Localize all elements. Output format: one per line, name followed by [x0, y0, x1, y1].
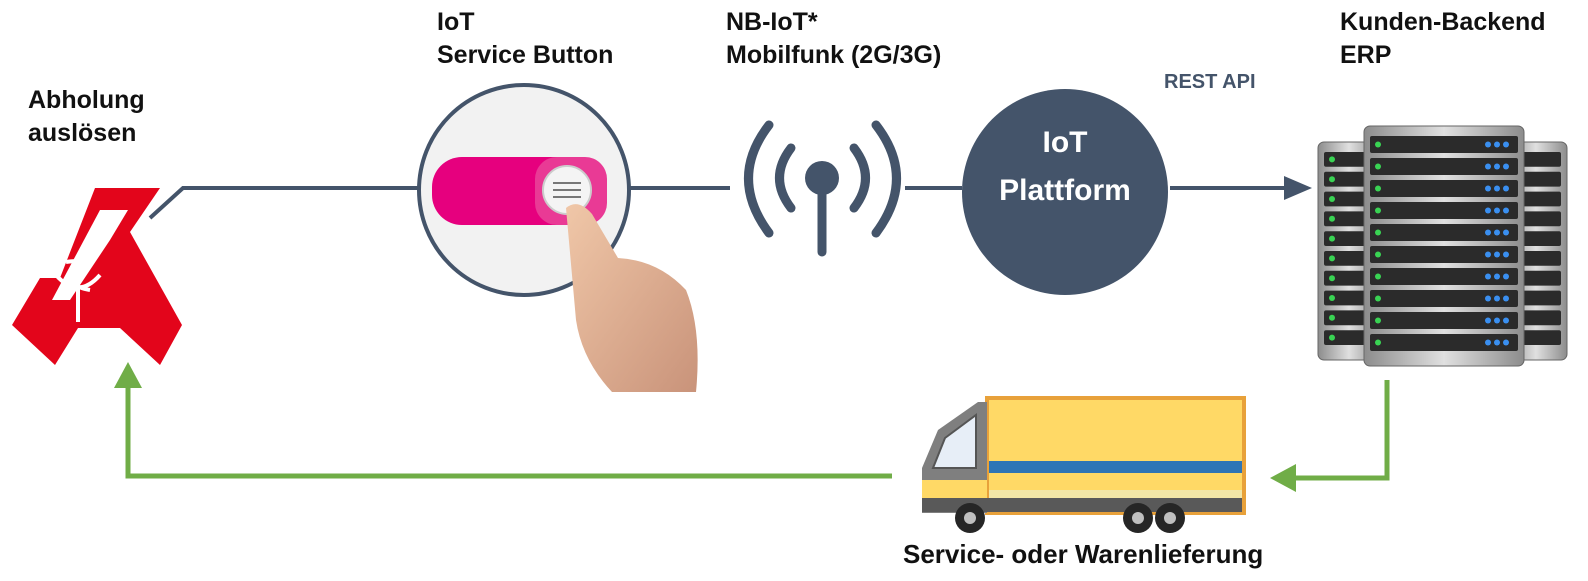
trigger-label-line2: auslösen — [28, 119, 137, 147]
button-label-line1: IoT — [437, 8, 475, 36]
iot-platform: IoT Plattform — [962, 89, 1168, 295]
arrow-head-pharmacy — [114, 362, 142, 388]
antenna-node — [805, 161, 839, 195]
network-label-line2: Mobilfunk (2G/3G) — [726, 41, 942, 69]
connector-pharmacy-button — [148, 186, 420, 220]
feedback-backend-truck — [1290, 380, 1390, 481]
trigger-label: Abholung auslösen — [28, 84, 145, 150]
arrow-head-truck — [1270, 464, 1296, 492]
rest-api-label: REST API — [1164, 71, 1256, 93]
network-label: NB-IoT* Mobilfunk (2G/3G) — [726, 6, 941, 72]
backend-label-line2: ERP — [1340, 41, 1392, 69]
delivery-label: Service- oder Warenlieferung — [903, 539, 1264, 569]
hand-shape — [566, 204, 698, 392]
backend-label-line1: Kunden-Backend — [1340, 8, 1546, 36]
feedback-arrows — [125, 380, 1390, 481]
server-rack-icon — [1317, 125, 1568, 367]
connector-lines — [148, 186, 1290, 220]
platform-label-line1: IoT — [1043, 126, 1088, 159]
button-label-line2: Service Button — [437, 41, 614, 69]
button-label: IoT Service Button — [437, 6, 613, 72]
backend-label: Kunden-Backend ERP — [1340, 6, 1546, 72]
trigger-label-line1: Abholung — [28, 86, 145, 114]
feedback-truck-pharmacy — [125, 385, 892, 479]
arrow-head-backend — [1284, 176, 1312, 200]
pharmacy-logo-icon — [12, 188, 182, 365]
platform-label-line2: Plattform — [999, 174, 1131, 207]
service-button-icon — [417, 83, 698, 392]
truck-icon — [922, 396, 1246, 533]
network-label-line1: NB-IoT* — [726, 8, 818, 36]
